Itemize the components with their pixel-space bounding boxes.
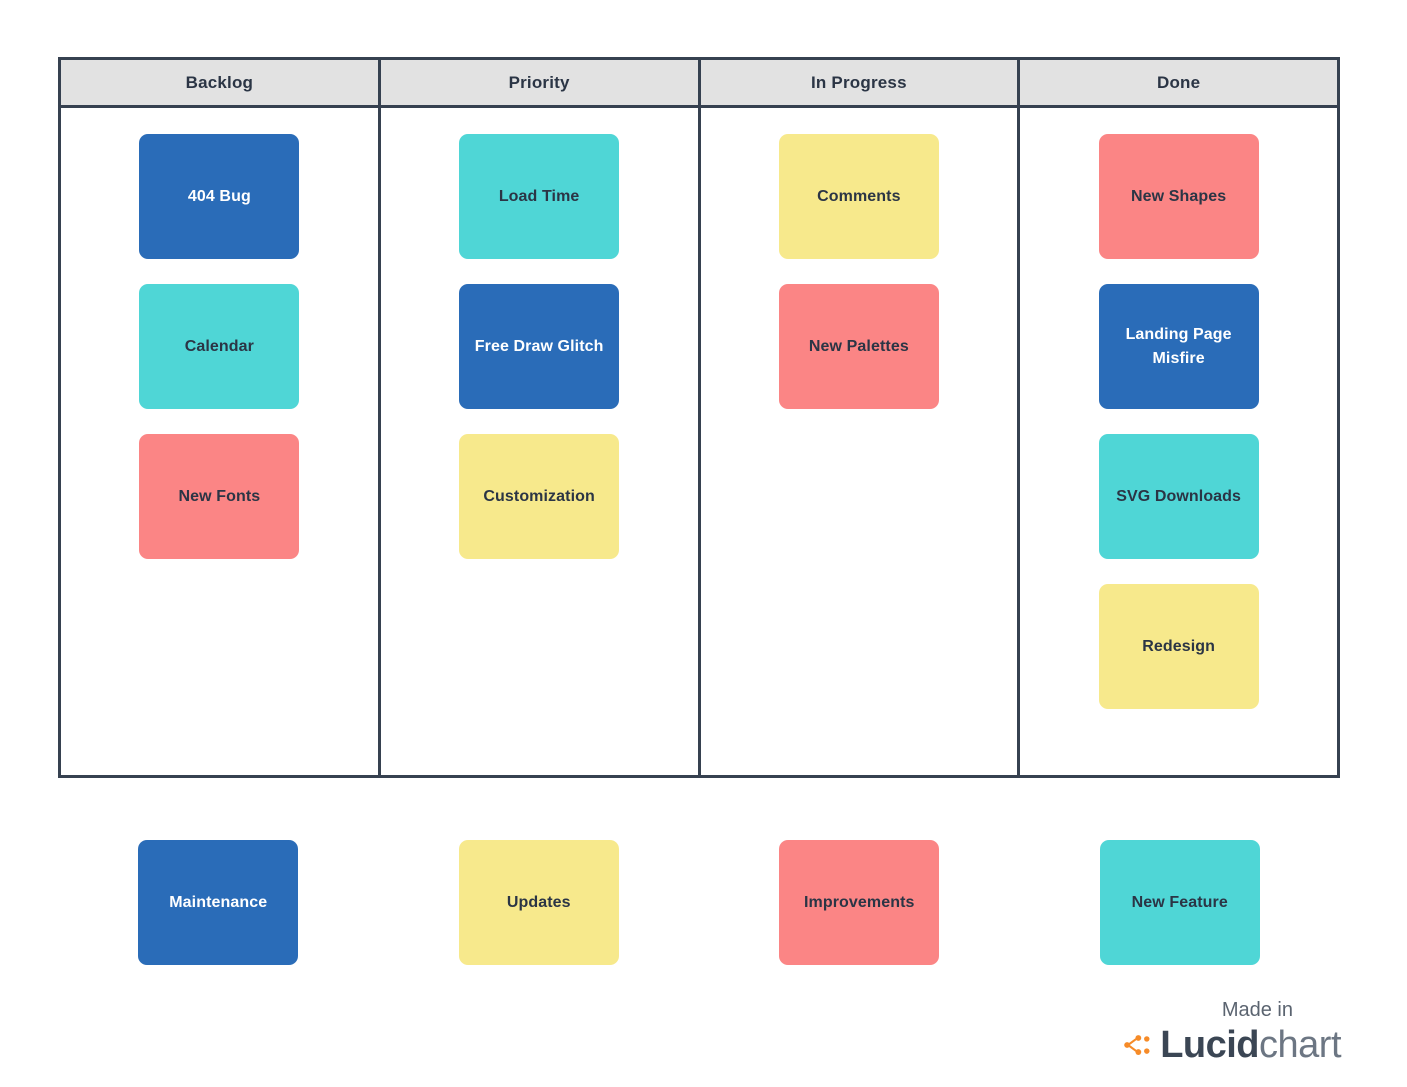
column-header-in-progress[interactable]: In Progress	[700, 60, 1021, 105]
kanban-board: Backlog Priority In Progress Done 404 Bu…	[58, 57, 1340, 778]
kanban-card[interactable]: Load Time	[459, 134, 620, 259]
kanban-card[interactable]: Landing Page Misfire	[1098, 284, 1259, 409]
legend-cell-new-feature: New Feature	[1020, 840, 1341, 965]
legend-cell-maintenance: Maintenance	[58, 840, 379, 965]
kanban-card[interactable]: New Shapes	[1098, 134, 1259, 259]
legend-card[interactable]: Maintenance	[138, 840, 299, 965]
kanban-card-label: New Palettes	[808, 337, 909, 355]
kanban-card[interactable]: Customization	[459, 434, 620, 559]
legend-card[interactable]: Improvements	[779, 840, 940, 965]
legend-card-label: New Feature	[1131, 893, 1228, 911]
column-in-progress: Comments New Palettes	[701, 108, 1021, 775]
column-header-priority[interactable]: Priority	[380, 60, 701, 105]
kanban-card-label: Calendar	[184, 337, 255, 355]
kanban-card[interactable]: 404 Bug	[139, 134, 300, 259]
lucidchart-wordmark: Lucidchart	[1160, 1026, 1341, 1064]
made-in-label: Made in	[1221, 999, 1293, 1021]
kanban-card-label: 404 Bug	[187, 187, 251, 205]
kanban-card-label: New Fonts	[178, 487, 261, 505]
legend-card[interactable]: Updates	[458, 840, 619, 965]
lucidchart-mark-icon	[1124, 1035, 1150, 1055]
column-backlog: 404 Bug Calendar New Fonts	[61, 108, 381, 775]
legend-row: Maintenance Updates Improvements New Fea…	[58, 840, 1340, 965]
kanban-card-label: SVG Downloads	[1116, 487, 1242, 505]
legend-card[interactable]: New Feature	[1099, 840, 1260, 965]
kanban-card-label: Landing Page Misfire	[1125, 326, 1232, 367]
column-priority: Load Time Free Draw Glitch Customization	[381, 108, 701, 775]
column-header-label: Priority	[508, 72, 570, 92]
column-header-done[interactable]: Done	[1020, 60, 1337, 105]
column-header-label: In Progress	[811, 72, 907, 92]
kanban-card-label: New Shapes	[1130, 187, 1227, 205]
legend-cell-updates: Updates	[379, 840, 700, 965]
kanban-card[interactable]: Redesign	[1098, 584, 1259, 709]
column-header-label: Done	[1156, 72, 1201, 92]
kanban-card-label: Load Time	[498, 187, 580, 205]
column-done: New Shapes Landing Page Misfire SVG Down…	[1020, 108, 1337, 775]
kanban-card-label: Customization	[483, 487, 595, 505]
kanban-card-label: Free Draw Glitch	[474, 337, 604, 355]
column-body-row: 404 Bug Calendar New Fonts Load Time Fre…	[61, 108, 1337, 775]
kanban-card[interactable]: Calendar	[139, 284, 300, 409]
wordmark-chart: chart	[1259, 1024, 1341, 1066]
legend-card-label: Updates	[506, 893, 571, 911]
legend-cell-improvements: Improvements	[699, 840, 1020, 965]
kanban-card-label: Comments	[817, 187, 901, 205]
column-header-label: Backlog	[185, 72, 254, 92]
kanban-card[interactable]: SVG Downloads	[1098, 434, 1259, 559]
legend-card-label: Improvements	[803, 893, 915, 911]
lucidchart-logo: Lucidchart	[1121, 1026, 1341, 1064]
kanban-card[interactable]: Free Draw Glitch	[459, 284, 620, 409]
column-header-row: Backlog Priority In Progress Done	[61, 60, 1337, 108]
column-header-backlog[interactable]: Backlog	[61, 60, 381, 105]
legend-card-label: Maintenance	[169, 893, 268, 911]
kanban-card-label: Redesign	[1142, 637, 1216, 655]
wordmark-lucid: Lucid	[1160, 1024, 1260, 1066]
kanban-card[interactable]: New Fonts	[139, 434, 300, 559]
lucidchart-attribution: Made in Lucidchart	[1121, 1000, 1341, 1064]
kanban-card[interactable]: Comments	[778, 134, 939, 259]
kanban-card[interactable]: New Palettes	[778, 284, 939, 409]
